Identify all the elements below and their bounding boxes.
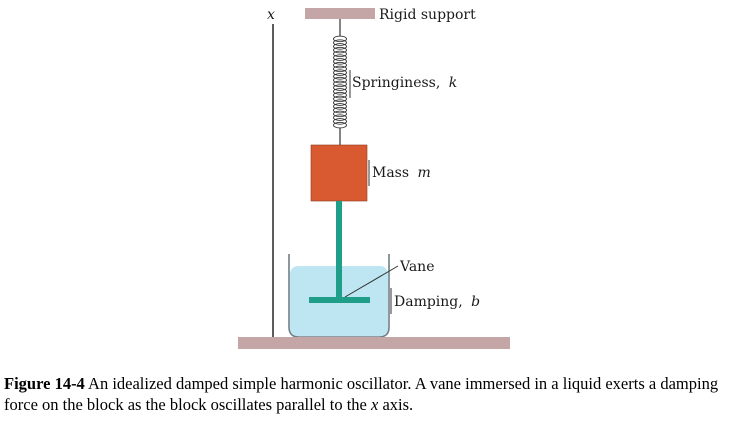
oscillator-diagram: x Rigid support Springiness, k Mass m Va…: [238, 7, 510, 349]
spring-coil-loop: [333, 114, 347, 121]
spring-coil-loop: [333, 84, 347, 91]
spring-coil-loop: [333, 88, 347, 95]
spring-coil: [333, 35, 347, 129]
caption-text-end: axis.: [378, 395, 414, 414]
figure-caption: Figure 14-4 An idealized damped simple h…: [4, 373, 730, 415]
mass-label: Mass m: [372, 165, 431, 181]
mass-block: [310, 144, 368, 202]
x-axis-label: x: [267, 7, 275, 23]
spring-coil-loop: [333, 65, 347, 73]
floor: [238, 337, 510, 349]
vane-label-leader: [344, 265, 399, 298]
caption-text: An idealized damped simple harmonic osci…: [4, 374, 719, 414]
rigid-support-label: Rigid support: [379, 7, 476, 23]
spring-coil-loop: [333, 91, 347, 99]
spring-coil-loop: [333, 121, 347, 129]
spring-coil-loop: [333, 43, 347, 50]
spring-coil-loop: [333, 69, 347, 76]
damping-label: Damping, b: [394, 294, 480, 310]
spring-coil-loop: [333, 106, 347, 114]
spring-coil-loop: [333, 58, 347, 65]
caption-axis-var: x: [371, 395, 379, 414]
spring-coil-loop: [333, 110, 347, 118]
vane-rod: [336, 201, 342, 298]
vane-paddle: [309, 297, 370, 303]
spring-coil-loop: [333, 95, 347, 103]
figure-number: Figure 14-4: [4, 374, 85, 393]
spring-label: Springiness, k: [352, 75, 457, 91]
spring-coil-loop: [333, 103, 347, 110]
spring-coil-loop: [333, 118, 347, 125]
rigid-support: [305, 8, 375, 19]
vane-label: Vane: [399, 259, 434, 275]
spring-coil-loop: [333, 61, 347, 69]
spring-coil-loop: [333, 73, 347, 80]
spring-coil-loop: [333, 46, 347, 54]
spring-coil-loop: [333, 76, 347, 84]
spring-coil-loop: [333, 80, 347, 88]
spring-coil-loop: [333, 35, 347, 43]
spring-coil-loop: [333, 50, 347, 58]
spring-coil-loop: [333, 39, 347, 46]
spring-coil-loop: [333, 99, 347, 106]
spring-coil-loop: [333, 54, 347, 61]
